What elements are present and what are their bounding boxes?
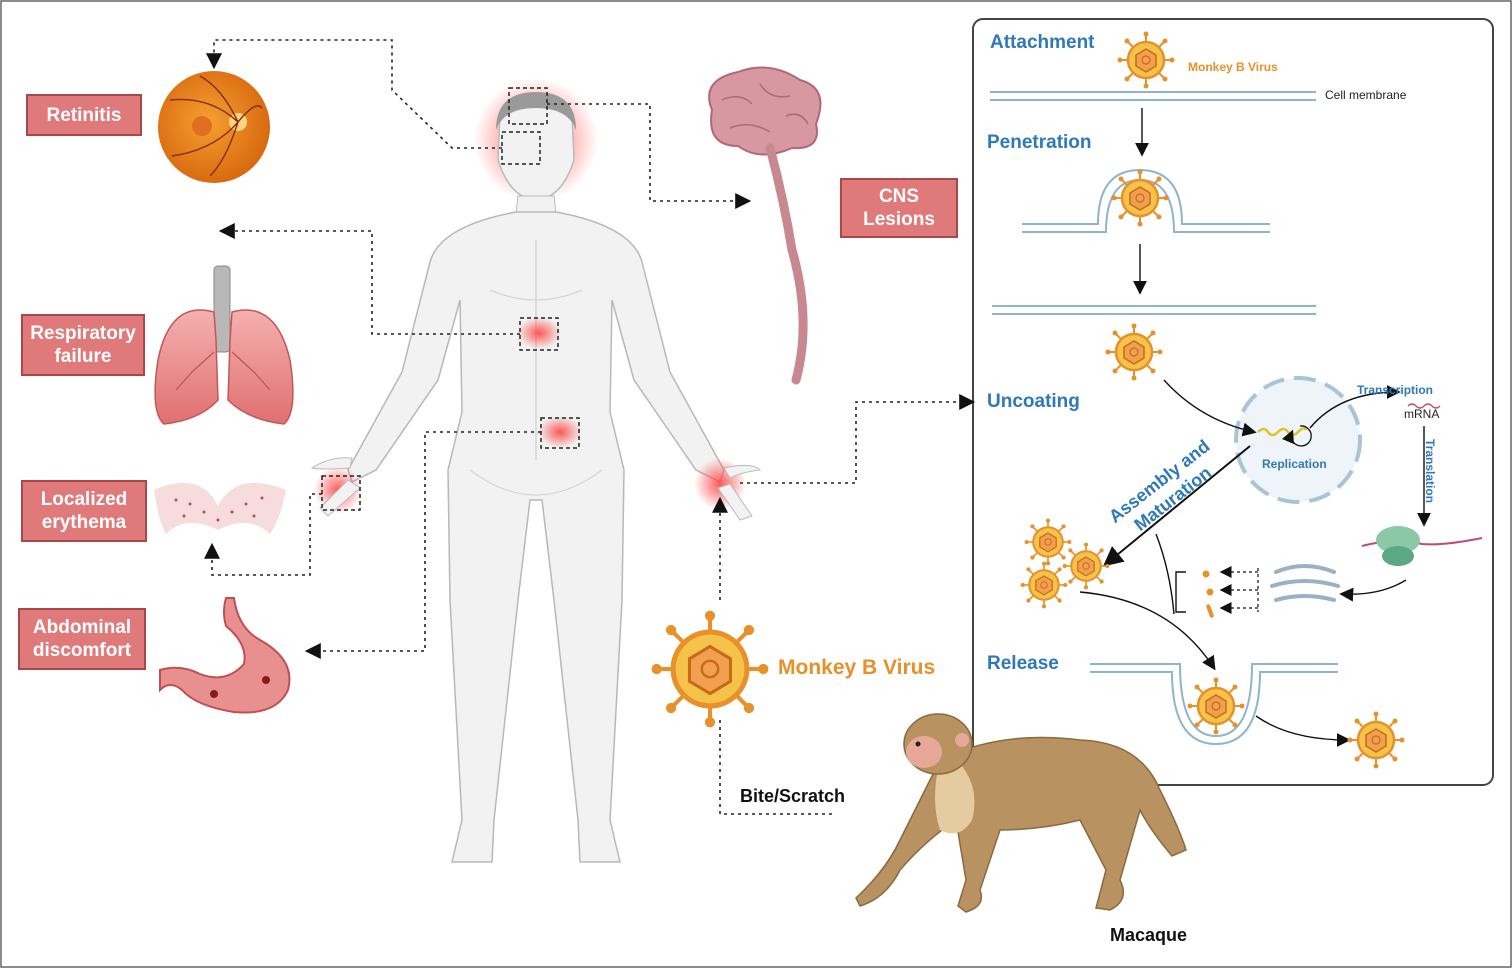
abdominal-text-line2: discomfort — [32, 640, 132, 661]
retinitis-text: Retinitis — [46, 104, 122, 126]
brain-illustration — [708, 66, 822, 385]
localized-erythema-label: Localized erythema — [21, 480, 147, 542]
cns-text-line1: CNS — [878, 186, 920, 207]
monkey-b-virus-large — [652, 611, 769, 728]
bite-scratch-label: Bite/Scratch — [740, 786, 846, 806]
monkey-b-virus-label: Monkey B Virus — [778, 656, 936, 679]
stomach-illustration — [159, 597, 291, 714]
abdominal-discomfort-label: Abdominal discomfort — [18, 608, 146, 670]
transcription-label: Transcription — [1357, 383, 1434, 397]
lungs-illustration — [154, 265, 294, 425]
respiratory-failure-label: Respiratory failure — [21, 314, 145, 376]
virus-small-label: Monkey B Virus — [1188, 60, 1278, 74]
mrna-label: mRNA — [1404, 407, 1440, 421]
macaque-illustration — [855, 713, 1187, 913]
erythema-text-line2: erythema — [41, 512, 127, 533]
cell-membrane-label: Cell membrane — [1325, 88, 1407, 102]
retina-illustration — [158, 71, 270, 183]
macaque-label: Macaque — [1110, 925, 1188, 945]
penetration-title: Penetration — [987, 132, 1092, 153]
abdominal-text-line1: Abdominal — [32, 617, 132, 638]
uncoating-title: Uncoating — [987, 391, 1080, 412]
attachment-title: Attachment — [990, 32, 1095, 53]
human-figure — [310, 78, 762, 863]
respiratory-text-line2: failure — [54, 346, 112, 367]
respiratory-text-line1: Respiratory — [30, 323, 136, 344]
translation-label: Translation — [1423, 438, 1438, 504]
cns-text-line2: Lesions — [863, 209, 935, 230]
erythema-text-line1: Localized — [40, 489, 128, 510]
skin-erythema-illustration — [154, 482, 286, 534]
release-title: Release — [987, 653, 1059, 674]
retinitis-label: Retinitis — [26, 94, 142, 136]
replication-label: Replication — [1262, 457, 1327, 471]
cns-lesions-label: CNS Lesions — [840, 178, 958, 238]
